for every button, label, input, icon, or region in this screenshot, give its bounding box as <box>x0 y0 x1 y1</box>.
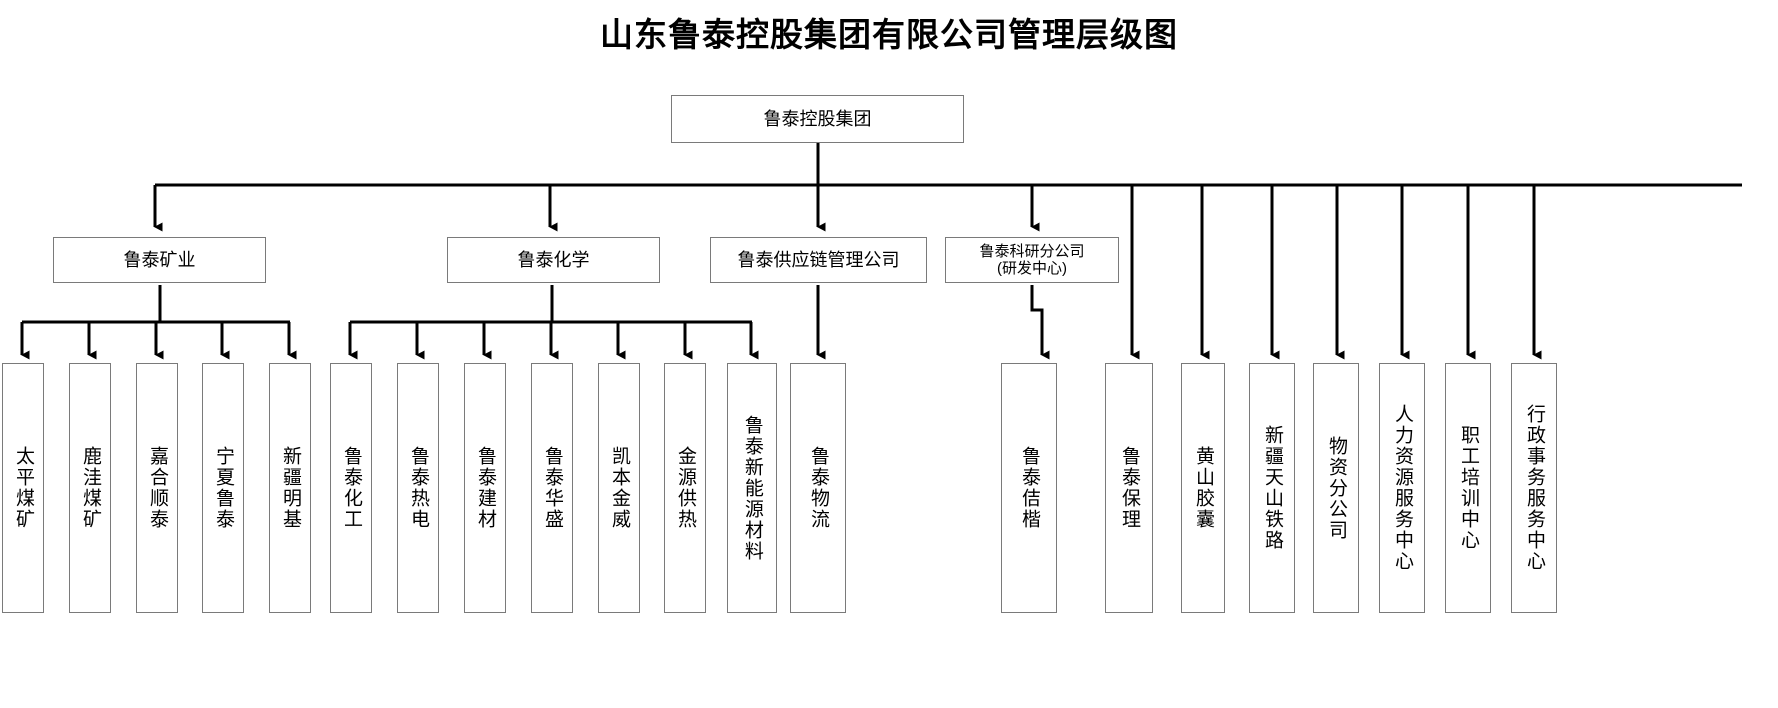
node-root[interactable]: 鲁泰控股集团 <box>671 95 964 143</box>
node-leaf-jiaheshuntai-label: 嘉合顺泰 <box>146 446 168 530</box>
node-leaf-lutai-jiekai[interactable]: 鲁泰佶楷 <box>1001 363 1057 613</box>
node-leaf-lutai-factoring[interactable]: 鲁泰保理 <box>1105 363 1153 613</box>
node-leaf-xinjiang-tianshan-railway-label: 新疆天山铁路 <box>1261 425 1283 551</box>
node-leaf-lutai-huasheng[interactable]: 鲁泰华盛 <box>531 363 573 613</box>
node-leaf-staff-training-center[interactable]: 职工培训中心 <box>1445 363 1491 613</box>
conn-research-bus <box>1030 285 1050 360</box>
node-leaf-lutai-new-energy-materials[interactable]: 鲁泰新能源材料 <box>727 363 777 613</box>
node-leaf-luwa-coal[interactable]: 鹿洼煤矿 <box>69 363 111 613</box>
node-leaf-staff-training-center-label: 职工培训中心 <box>1457 425 1479 551</box>
node-leaf-ningxia-lutai[interactable]: 宁夏鲁泰 <box>202 363 244 613</box>
node-leaf-jiaheshuntai[interactable]: 嘉合顺泰 <box>136 363 178 613</box>
node-leaf-lutai-materials[interactable]: 鲁泰建材 <box>464 363 506 613</box>
node-division-chemical[interactable]: 鲁泰化学 <box>447 237 660 283</box>
node-leaf-lutai-logistics-label: 鲁泰物流 <box>807 446 829 530</box>
node-leaf-admin-service-center[interactable]: 行政事务服务中心 <box>1511 363 1557 613</box>
node-leaf-admin-service-center-label: 行政事务服务中心 <box>1523 404 1545 572</box>
node-leaf-ningxia-lutai-label: 宁夏鲁泰 <box>212 446 234 530</box>
node-leaf-lutai-factoring-label: 鲁泰保理 <box>1118 446 1140 530</box>
node-division-supplychain-label: 鲁泰供应链管理公司 <box>737 249 900 270</box>
node-leaf-lutai-huasheng-label: 鲁泰华盛 <box>541 446 563 530</box>
node-leaf-kaiben-jinwei-label: 凯本金威 <box>608 446 630 530</box>
node-leaf-materials-branch[interactable]: 物资分公司 <box>1313 363 1359 613</box>
node-leaf-hr-service-center[interactable]: 人力资源服务中心 <box>1379 363 1425 613</box>
node-division-mining-label: 鲁泰矿业 <box>123 249 196 270</box>
node-leaf-hr-service-center-label: 人力资源服务中心 <box>1391 404 1413 572</box>
node-leaf-lutai-logistics[interactable]: 鲁泰物流 <box>790 363 846 613</box>
node-division-chemical-label: 鲁泰化学 <box>517 249 590 270</box>
node-leaf-jinyuan-heating[interactable]: 金源供热 <box>664 363 706 613</box>
node-leaf-kaiben-jinwei[interactable]: 凯本金威 <box>598 363 640 613</box>
node-leaf-lutai-chemical-label: 鲁泰化工 <box>340 446 362 530</box>
node-division-research[interactable]: 鲁泰科研分公司 (研发中心) <box>945 237 1119 283</box>
node-leaf-lutai-new-energy-materials-label: 鲁泰新能源材料 <box>741 414 763 562</box>
node-leaf-xinjiang-tianshan-railway[interactable]: 新疆天山铁路 <box>1249 363 1295 613</box>
node-leaf-xinjiang-mingji[interactable]: 新疆明基 <box>269 363 311 613</box>
node-division-mining[interactable]: 鲁泰矿业 <box>53 237 266 283</box>
node-leaf-huangshan-capsule[interactable]: 黄山胶囊 <box>1181 363 1225 613</box>
node-leaf-lutai-jiekai-label: 鲁泰佶楷 <box>1018 446 1040 530</box>
node-leaf-lutai-thermal[interactable]: 鲁泰热电 <box>397 363 439 613</box>
node-division-supplychain[interactable]: 鲁泰供应链管理公司 <box>710 237 927 283</box>
node-leaf-lutai-thermal-label: 鲁泰热电 <box>407 446 429 530</box>
node-leaf-luwa-coal-label: 鹿洼煤矿 <box>79 446 101 530</box>
node-leaf-taiping-coal[interactable]: 太平煤矿 <box>2 363 44 613</box>
node-leaf-lutai-materials-label: 鲁泰建材 <box>474 446 496 530</box>
node-leaf-materials-branch-label: 物资分公司 <box>1325 435 1347 541</box>
node-leaf-jinyuan-heating-label: 金源供热 <box>674 446 696 530</box>
node-leaf-huangshan-capsule-label: 黄山胶囊 <box>1192 446 1214 530</box>
node-leaf-lutai-chemical[interactable]: 鲁泰化工 <box>330 363 372 613</box>
page-title: 山东鲁泰控股集团有限公司管理层级图 <box>600 15 1178 54</box>
node-root-label: 鲁泰控股集团 <box>763 108 872 129</box>
node-leaf-xinjiang-mingji-label: 新疆明基 <box>279 446 301 530</box>
node-leaf-taiping-coal-label: 太平煤矿 <box>12 446 34 530</box>
node-division-research-label: 鲁泰科研分公司 (研发中心) <box>979 242 1085 277</box>
